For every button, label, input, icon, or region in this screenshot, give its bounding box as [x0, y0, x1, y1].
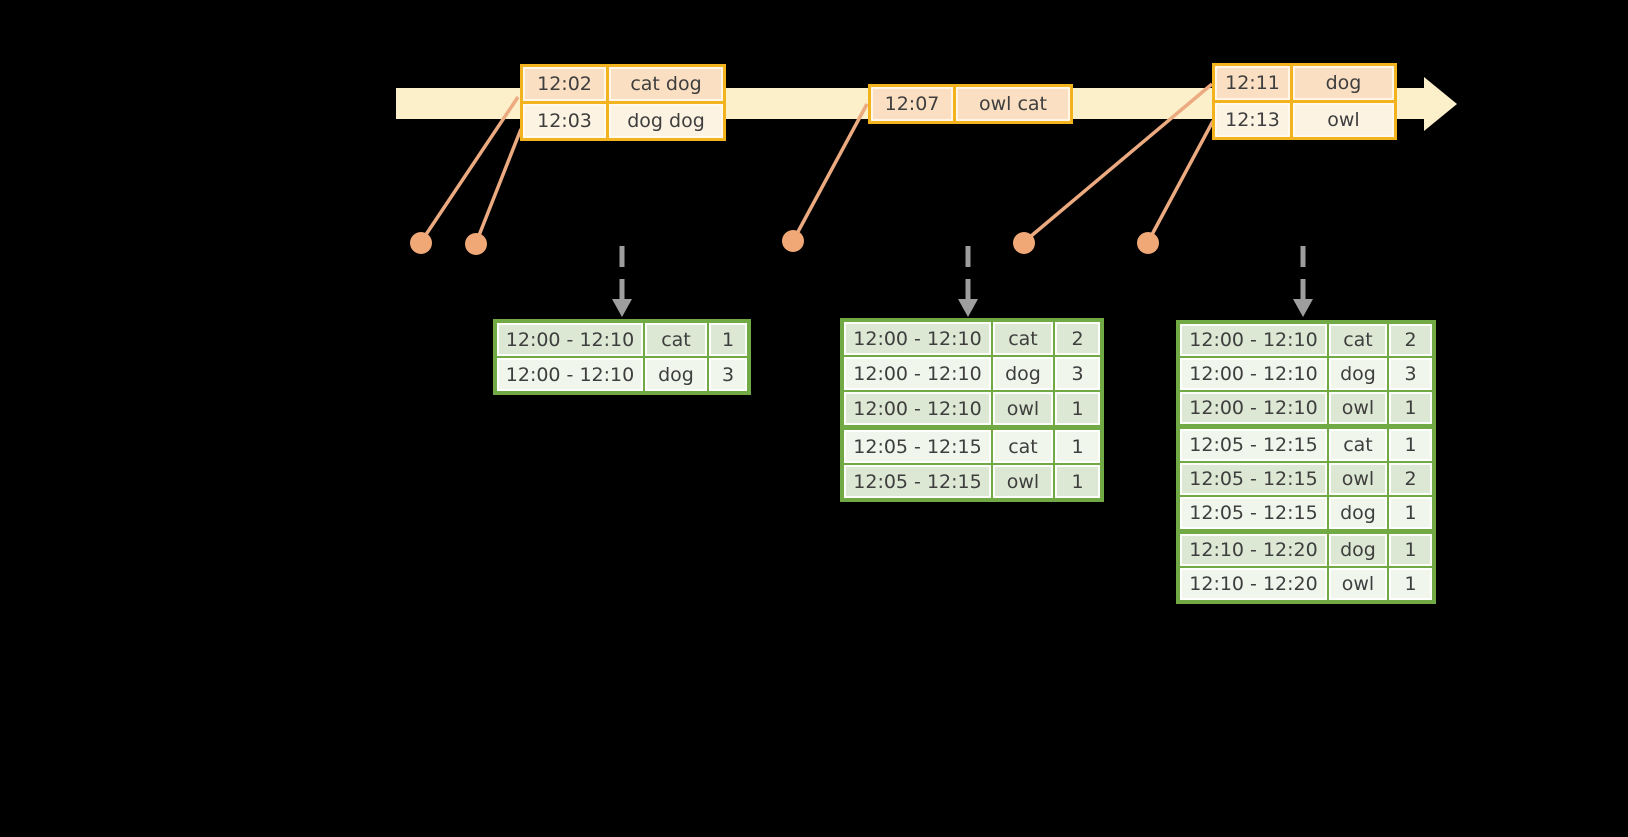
window-cell: 12:00 - 12:10	[841, 355, 993, 392]
event-dots	[410, 230, 1159, 255]
word-cell: cat	[991, 319, 1055, 357]
word-cell: cat	[991, 425, 1055, 465]
count-cell: 3	[1053, 355, 1103, 392]
event-time-cell: 12:11	[1212, 63, 1293, 103]
event-time-cell: 12:02	[520, 64, 609, 104]
count-cell: 3	[1387, 356, 1435, 392]
window-cell: 12:05 - 12:15	[1177, 461, 1329, 497]
trigger-arrow-head-icon	[612, 299, 632, 317]
event-time-cell: 12:03	[520, 101, 609, 141]
window-cell: 12:05 - 12:15	[841, 425, 993, 465]
trigger-arrow-head-icon	[958, 299, 978, 317]
event-words-cell: owl cat	[953, 84, 1073, 124]
event-dot	[782, 230, 804, 252]
event-connector-line	[791, 103, 869, 242]
word-cell: dog	[643, 356, 709, 394]
word-cell: owl	[1327, 461, 1389, 497]
trigger-arrows	[612, 246, 1313, 317]
window-cell: 12:00 - 12:10	[841, 390, 993, 429]
word-cell: cat	[1327, 424, 1389, 463]
count-cell: 1	[1387, 566, 1435, 603]
count-cell: 1	[1053, 463, 1103, 501]
event-words-cell: dog dog	[606, 101, 726, 141]
count-cell: 1	[1387, 390, 1435, 428]
word-cell: owl	[991, 463, 1055, 501]
count-cell: 1	[1053, 390, 1103, 429]
window-cell: 12:05 - 12:15	[841, 463, 993, 501]
event-connector-line	[474, 128, 523, 244]
event-words-cell: cat dog	[606, 64, 726, 104]
word-cell: dog	[1327, 529, 1389, 568]
trigger-arrow-head-icon	[1293, 299, 1313, 317]
event-dot	[410, 232, 432, 254]
window-cell: 12:00 - 12:10	[841, 319, 993, 357]
word-cell: owl	[1327, 390, 1389, 428]
event-words-cell: owl	[1290, 100, 1397, 140]
count-cell: 2	[1053, 319, 1103, 357]
window-cell: 12:00 - 12:10	[1177, 321, 1329, 358]
count-cell: 1	[707, 320, 750, 358]
event-connector-lines	[419, 82, 1215, 244]
window-cell: 12:10 - 12:20	[1177, 529, 1329, 568]
count-cell: 1	[1387, 495, 1435, 533]
count-cell: 1	[1387, 424, 1435, 463]
window-cell: 12:05 - 12:15	[1177, 424, 1329, 463]
event-dot	[1137, 232, 1159, 254]
count-cell: 3	[707, 356, 750, 394]
count-cell: 1	[1387, 529, 1435, 568]
word-cell: dog	[1327, 356, 1389, 392]
word-cell: owl	[991, 390, 1055, 429]
count-cell: 2	[1387, 461, 1435, 497]
count-cell: 1	[1053, 425, 1103, 465]
event-time-cell: 12:13	[1212, 100, 1293, 140]
window-cell: 12:00 - 12:10	[494, 320, 645, 358]
event-connector-line	[419, 96, 520, 243]
word-cell: dog	[991, 355, 1055, 392]
event-stream-arrowhead-icon	[1424, 77, 1457, 131]
event-time-cell: 12:07	[868, 84, 956, 124]
window-cell: 12:00 - 12:10	[494, 356, 645, 394]
word-cell: dog	[1327, 495, 1389, 533]
event-connector-line	[1022, 82, 1214, 244]
count-cell: 2	[1387, 321, 1435, 358]
event-dot	[1013, 232, 1035, 254]
word-cell: cat	[1327, 321, 1389, 358]
event-connector-line	[1146, 120, 1215, 243]
event-words-cell: dog	[1290, 63, 1397, 103]
event-dot	[465, 233, 487, 255]
window-cell: 12:00 - 12:10	[1177, 356, 1329, 392]
word-cell: cat	[643, 320, 709, 358]
window-cell: 12:10 - 12:20	[1177, 566, 1329, 603]
window-cell: 12:05 - 12:15	[1177, 495, 1329, 533]
window-cell: 12:00 - 12:10	[1177, 390, 1329, 428]
word-cell: owl	[1327, 566, 1389, 603]
